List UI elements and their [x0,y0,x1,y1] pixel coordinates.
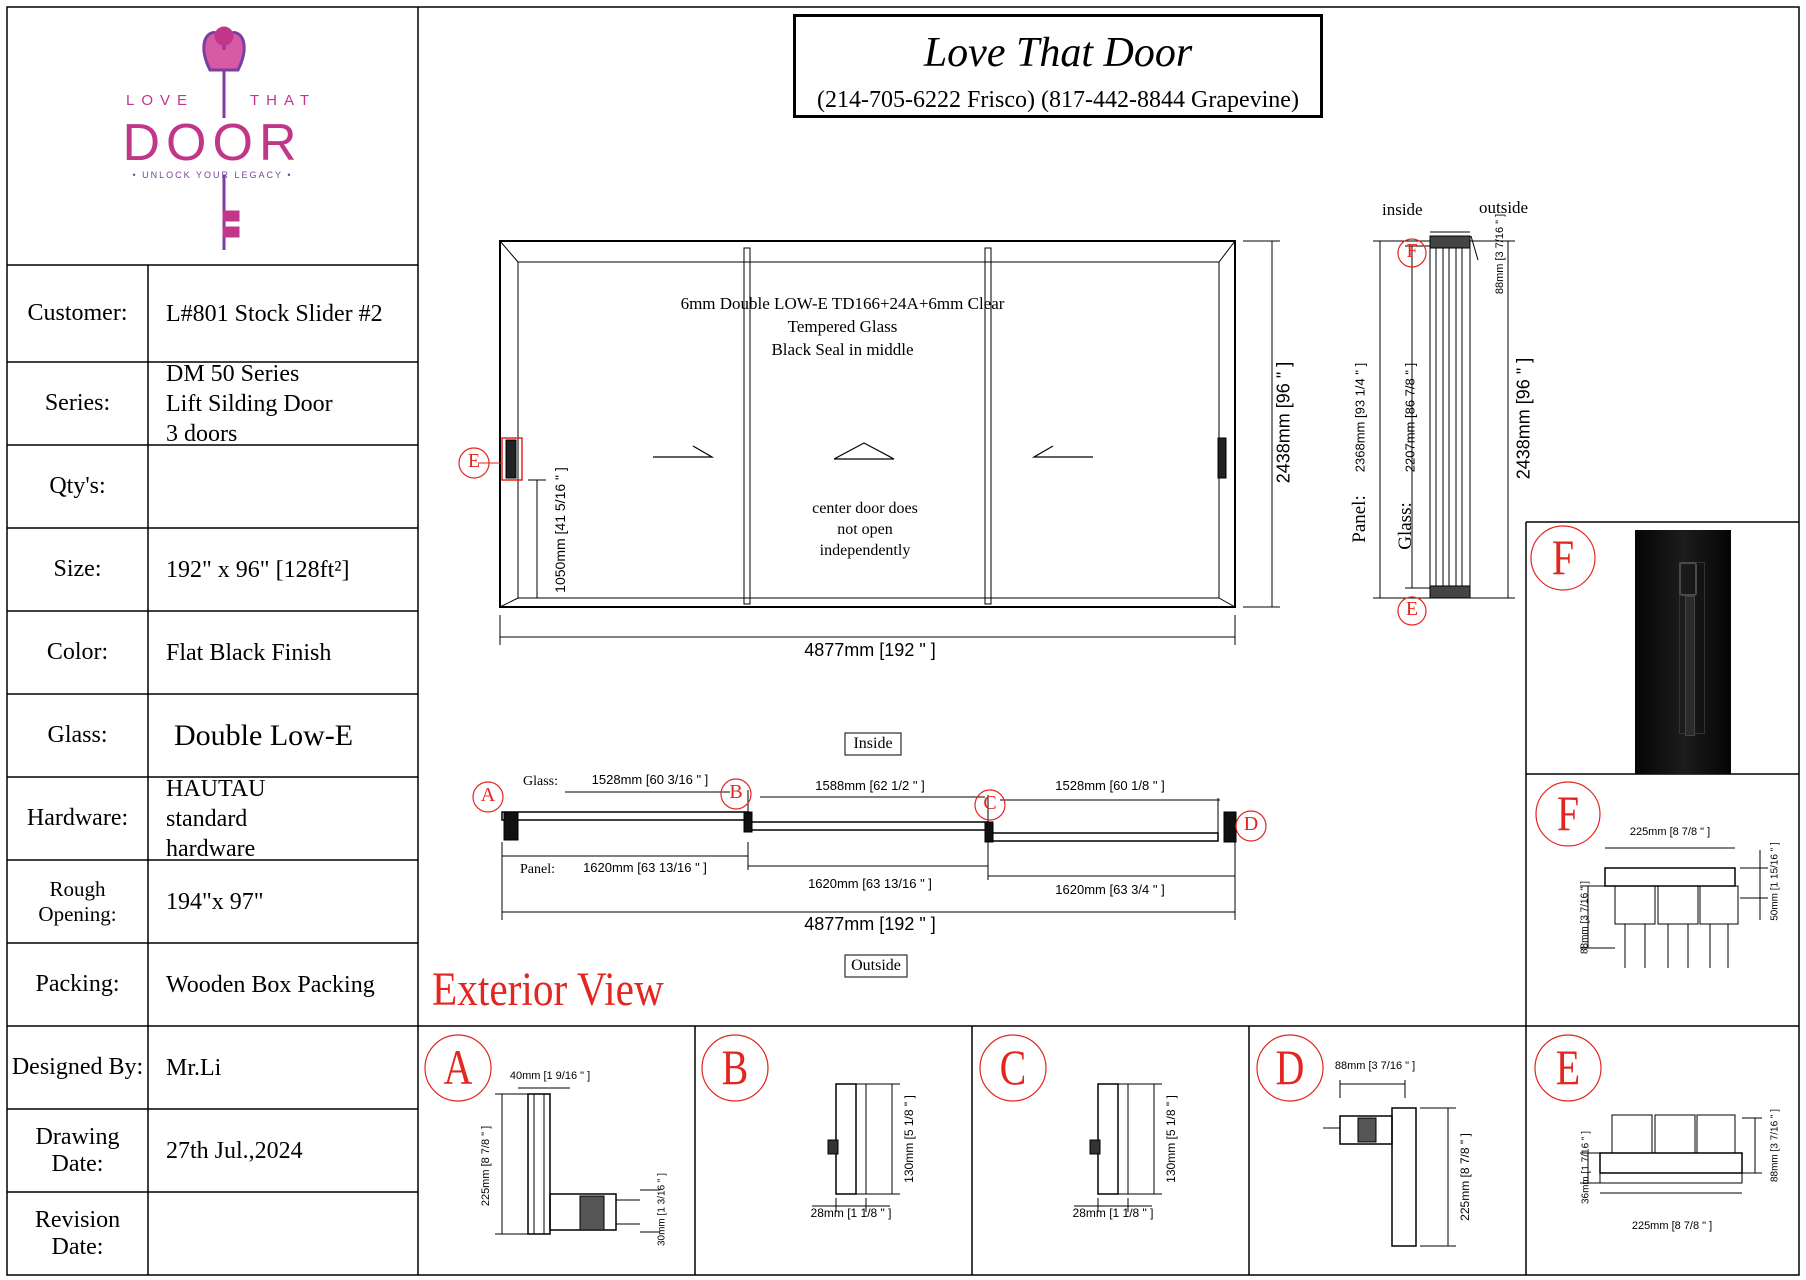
company-phones: (214-705-6222 Frisco) (817-442-8844 Grap… [817,87,1299,113]
plan-overall-dim: 4877mm [192 " ] [804,914,936,934]
e-detail-side: 36mm [1 7/16 " ] [1580,1130,1592,1205]
section-outside-label: outside [1479,198,1529,217]
f-profile-width: 225mm [8 7/8 " ] [1629,826,1711,838]
company-title: Love That Door [923,30,1193,76]
value-qty [148,445,418,528]
b-detail-width: 28mm [1 1/8 " ] [810,1206,892,1220]
value-customer: L#801 Stock Slider #2 [166,300,383,327]
label-color: Color: [46,639,109,665]
section-panel-dim: 2368mm [93 1/4 " ] [1352,362,1368,473]
callout-a-plan: A [480,784,496,806]
label-rough-opening: Rough Opening: [38,876,117,926]
center-note-line3: independently [819,542,911,559]
c-detail-height: 130mm [5 1/8 " ] [1164,1095,1178,1183]
logo-tagline: • UNLOCK YOUR LEGACY • [132,170,293,180]
title-block: Love That Door (214-705-6222 Frisco) (81… [793,14,1323,118]
handle-height-dim: 1050mm [41 5/16 " ] [552,467,568,593]
plan-panel-dim-3: 1620mm [63 3/4 " ] [1055,882,1165,897]
plan-outside-label: Outside [851,957,901,974]
b-detail-height: 130mm [5 1/8 " ] [902,1095,916,1183]
e-detail-width: 225mm [8 7/8 " ] [1631,1220,1713,1232]
callout-b-plan: B [729,781,743,803]
callout-a-detail: A [443,1039,473,1095]
callout-f-section: F [1406,240,1418,262]
callout-f-photo: F [1551,529,1575,585]
d-detail-top: 88mm [3 7/16 " ] [1334,1060,1416,1072]
value-glass: Double Low-E [174,718,354,752]
callout-e-elevation: E [467,450,481,472]
plan-glass-dim-3: 1528mm [60 1/8 " ] [1055,778,1165,793]
plan-glass-label: Glass: [523,774,558,789]
label-customer: Customer: [27,300,128,326]
label-hardware: Hardware: [26,805,129,831]
glass-note: 6mm Double LOW-E TD166+24A+6mm Clear Tem… [660,292,1025,361]
callout-e-detail: E [1555,1039,1581,1095]
callout-c-detail: C [999,1039,1027,1095]
a-detail-side: 30mm [1 3/16 " ] [656,1172,668,1247]
plan-inside-label: Inside [853,735,893,752]
logo: LOVE THAT DOOR • UNLOCK YOUR LEGACY • [10,90,415,180]
callout-b-detail: B [721,1039,749,1095]
plan-panel-dim-1: 1620mm [63 13/16 " ] [583,860,707,875]
elevation-height-dim: 2438mm [96 " ] [1273,361,1294,484]
a-detail-top: 40mm [1 9/16 " ] [509,1070,591,1082]
value-rough-opening: 194"x 97" [166,888,264,915]
callout-d-detail: D [1275,1039,1305,1095]
section-panel-label: Panel: [1349,495,1370,543]
value-revision-date [148,1192,418,1275]
value-designed-by: Mr.Li [166,1054,222,1081]
plan-panel-label: Panel: [520,862,555,877]
callout-c-plan: C [983,792,997,814]
label-qty: Qty's: [49,473,106,499]
section-glass-dim: 2207mm [86 7/8 " ] [1402,362,1418,473]
label-drawing-date: Drawing Date: [35,1123,120,1177]
label-designed-by: Designed By: [11,1054,144,1080]
section-glass-label: Glass: [1395,502,1416,550]
value-series: DM 50 Series Lift Silding Door 3 doors [166,360,333,447]
section-depth-dim: 88mm [3 7/16 " ] [1494,213,1506,295]
label-glass: Glass: [47,722,108,748]
callout-f-profile: F [1556,785,1580,841]
value-packing: Wooden Box Packing [166,971,375,998]
logo-door: DOOR [122,114,303,172]
callout-d-plan: D [1243,813,1259,835]
logo-love: LOVE [126,92,195,109]
value-hardware: HAUTAU standard hardware [166,775,266,862]
glass-note-line2: Tempered Glass [787,317,898,336]
a-detail-height: 225mm [8 7/8 " ] [480,1125,492,1207]
center-note: center door does not open independently [790,498,940,561]
label-revision-date: Revision Date: [34,1206,121,1260]
exterior-view-label: Exterior View [432,963,664,1016]
center-note-line2: not open [837,521,893,538]
label-size: Size: [53,556,102,582]
elevation-width-dim: 4877mm [192 " ] [804,640,936,660]
glass-note-line3: Black Seal in middle [771,340,914,359]
f-profile-height: 88mm [3 7/16 " ] [1579,880,1591,955]
label-packing: Packing: [35,971,120,997]
glass-note-line1: 6mm Double LOW-E TD166+24A+6mm Clear [680,294,1005,313]
plan-panel-dim-2: 1620mm [63 13/16 " ] [808,876,932,891]
handle-photo-lever [1679,562,1697,596]
plan-glass-dim-2: 1588mm [62 1/2 " ] [815,778,925,793]
section-height-dim: 2438mm [96 " ] [1513,357,1534,480]
f-profile-side: 50mm [1 15/16 " ] [1769,842,1781,921]
logo-graphic [202,26,246,250]
d-detail-height: 225mm [8 7/8 " ] [1458,1133,1472,1221]
value-color: Flat Black Finish [166,639,332,666]
c-detail-width: 28mm [1 1/8 " ] [1072,1206,1154,1220]
plan-glass-dim-1: 1528mm [60 3/16 " ] [591,772,709,787]
section-inside-label: inside [1382,200,1423,219]
handle-photo [1635,530,1731,774]
handle-photo-bar [1685,596,1695,736]
value-size: 192" x 96" [128ft²] [166,556,350,583]
center-note-line1: center door does [812,500,918,517]
label-series: Series: [44,390,111,416]
logo-that: THAT [250,92,317,109]
value-drawing-date: 27th Jul.,2024 [166,1137,303,1164]
e-detail-height: 88mm [3 7/16 " ] [1769,1108,1781,1183]
callout-e-section: E [1405,598,1419,620]
